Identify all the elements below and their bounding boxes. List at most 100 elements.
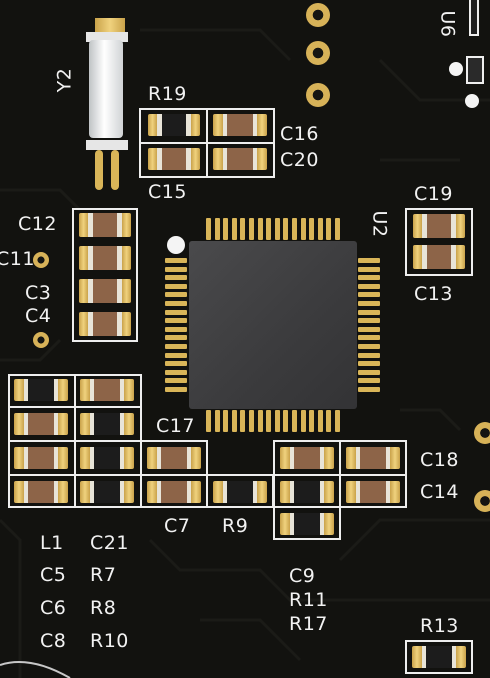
via bbox=[33, 252, 49, 268]
ic-pin bbox=[214, 218, 220, 240]
ic-pin bbox=[257, 218, 263, 240]
capacitor bbox=[14, 447, 68, 469]
capacitor bbox=[79, 213, 131, 237]
capacitor-c14 bbox=[346, 481, 400, 503]
resistor bbox=[80, 447, 134, 469]
label-r10: R10 bbox=[90, 630, 129, 652]
ic-pin bbox=[317, 410, 323, 432]
capacitor bbox=[80, 379, 134, 401]
ic-pin bbox=[231, 410, 237, 432]
ic-pin bbox=[358, 292, 380, 298]
ic-pin bbox=[165, 283, 187, 289]
pin1-marker bbox=[465, 94, 479, 108]
label-r9: R9 bbox=[222, 515, 249, 537]
ic-pin bbox=[358, 352, 380, 358]
u6-pad bbox=[466, 56, 484, 84]
ic-pin bbox=[240, 218, 246, 240]
label-c20: C20 bbox=[280, 149, 319, 171]
label-c9: C9 bbox=[289, 565, 316, 587]
ic-pin bbox=[274, 218, 280, 240]
label-r11: R11 bbox=[289, 589, 328, 611]
ic-pin bbox=[165, 292, 187, 298]
via bbox=[33, 332, 49, 348]
ic-pin bbox=[165, 335, 187, 341]
capacitor bbox=[14, 413, 68, 435]
ic-pin bbox=[165, 369, 187, 375]
ic-pin bbox=[309, 218, 315, 240]
label-c3: C3 bbox=[25, 282, 52, 304]
ic-pin bbox=[326, 218, 332, 240]
label-c7: C7 bbox=[164, 515, 191, 537]
ic-pin bbox=[165, 275, 187, 281]
resistor bbox=[14, 379, 68, 401]
ic-pin bbox=[165, 378, 187, 384]
ic-pin bbox=[231, 218, 237, 240]
label-c16: C16 bbox=[280, 123, 319, 145]
ic-pin bbox=[165, 318, 187, 324]
label-u6: U6 bbox=[436, 10, 459, 38]
ic-u2 bbox=[189, 241, 357, 409]
ic-pin bbox=[165, 361, 187, 367]
silk-box bbox=[72, 208, 138, 342]
label-c12: C12 bbox=[18, 213, 57, 235]
u2-right-pins bbox=[358, 258, 380, 392]
capacitor bbox=[280, 447, 334, 469]
ic-pin bbox=[165, 343, 187, 349]
label-l1: L1 bbox=[40, 532, 64, 554]
ic-pin bbox=[358, 283, 380, 289]
label-c11: C11 bbox=[0, 248, 35, 270]
label-c21: C21 bbox=[90, 532, 129, 554]
label-r19: R19 bbox=[148, 83, 187, 105]
resistor bbox=[80, 413, 134, 435]
ic-pin bbox=[223, 410, 229, 432]
ic-pin bbox=[358, 343, 380, 349]
label-r8: R8 bbox=[90, 597, 117, 619]
ic-pin bbox=[165, 300, 187, 306]
ic-pin bbox=[334, 410, 340, 432]
ic-pin bbox=[165, 258, 187, 263]
ic-pin bbox=[274, 410, 280, 432]
label-c19: C19 bbox=[414, 183, 453, 205]
capacitor-c20 bbox=[213, 148, 267, 170]
label-y2: Y2 bbox=[53, 67, 76, 93]
label-c4: C4 bbox=[25, 305, 52, 327]
resistor bbox=[280, 513, 334, 535]
label-c6: C6 bbox=[40, 597, 67, 619]
ic-pin bbox=[358, 309, 380, 315]
capacitor bbox=[14, 481, 68, 503]
capacitor-c13 bbox=[413, 245, 465, 269]
label-r17: R17 bbox=[289, 613, 328, 635]
label-c8: C8 bbox=[40, 630, 67, 652]
ic-pin bbox=[317, 218, 323, 240]
capacitor-c19 bbox=[413, 214, 465, 238]
resistor-r9 bbox=[213, 481, 267, 503]
label-u2: U2 bbox=[368, 210, 391, 238]
ic-pin bbox=[223, 218, 229, 240]
ic-pin bbox=[358, 386, 380, 392]
ic-pin bbox=[165, 326, 187, 332]
u2-top-pins bbox=[206, 218, 340, 240]
ic-pin bbox=[358, 275, 380, 281]
label-c5: C5 bbox=[40, 564, 67, 586]
pin1-marker bbox=[449, 62, 463, 76]
silk-box bbox=[273, 506, 341, 540]
capacitor bbox=[79, 246, 131, 270]
resistor bbox=[280, 481, 334, 503]
ic-pin bbox=[358, 300, 380, 306]
resistor bbox=[80, 481, 134, 503]
label-c18: C18 bbox=[420, 449, 459, 471]
via bbox=[474, 422, 490, 444]
ic-pin bbox=[248, 410, 254, 432]
ic-pin bbox=[358, 369, 380, 375]
ic-pin bbox=[266, 218, 272, 240]
capacitor bbox=[79, 279, 131, 303]
ic-pin bbox=[165, 386, 187, 392]
ic-pin bbox=[165, 352, 187, 358]
ic-pin bbox=[300, 218, 306, 240]
ic-pin bbox=[334, 218, 340, 240]
ic-pin bbox=[358, 258, 380, 263]
label-c13: C13 bbox=[414, 283, 453, 305]
capacitor-c18 bbox=[346, 447, 400, 469]
ic-pin bbox=[206, 410, 211, 432]
